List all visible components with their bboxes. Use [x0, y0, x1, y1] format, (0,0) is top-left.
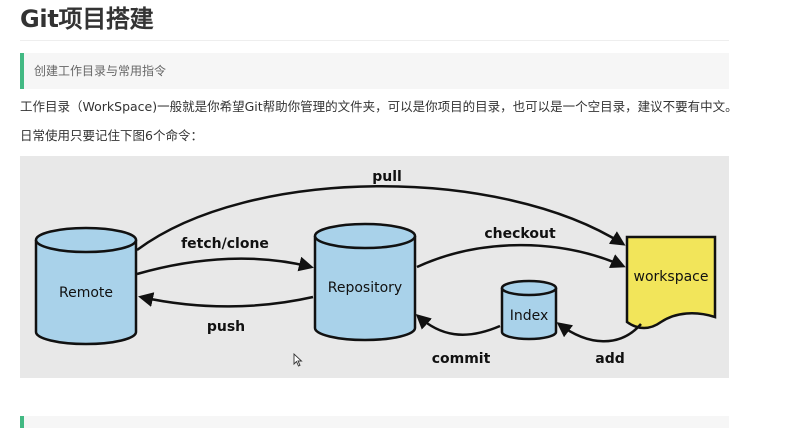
index-node: Index: [500, 279, 558, 341]
next-blockquote: [20, 416, 729, 428]
intro-paragraph: 工作目录（WorkSpace)一般就是你希望Git帮助你管理的文件夹，可以是你项…: [20, 99, 738, 114]
workspace-node: workspace: [625, 235, 717, 330]
remote-node: Remote: [34, 226, 138, 346]
checkout-label: checkout: [484, 226, 556, 242]
mouse-cursor-icon: [293, 353, 303, 367]
commit-arrow: commit: [415, 313, 501, 367]
checkout-arrow: checkout: [416, 226, 626, 269]
git-workflow-diagram: Remote Repository Index workspace: [20, 156, 729, 378]
title-divider: [20, 40, 729, 41]
add-label: add: [595, 351, 625, 367]
blockquote: 创建工作目录与常用指令: [20, 53, 729, 89]
repository-node: Repository: [313, 222, 417, 342]
workspace-label: workspace: [634, 269, 709, 285]
add-arrow: add: [556, 322, 642, 367]
fetch-clone-arrow: fetch/clone: [136, 236, 314, 276]
repository-label: Repository: [328, 280, 402, 296]
pull-label: pull: [372, 169, 402, 185]
commands-paragraph: 日常使用只要记住下图6个命令：: [20, 128, 203, 143]
remote-label: Remote: [59, 285, 113, 301]
push-arrow: push: [138, 292, 314, 335]
index-label: Index: [510, 308, 549, 324]
fetch-clone-label: fetch/clone: [181, 236, 269, 252]
commit-label: commit: [432, 351, 491, 367]
push-label: push: [207, 319, 245, 335]
pull-arrow: pull: [136, 169, 626, 252]
page-title: Git项目搭建: [20, 5, 154, 33]
